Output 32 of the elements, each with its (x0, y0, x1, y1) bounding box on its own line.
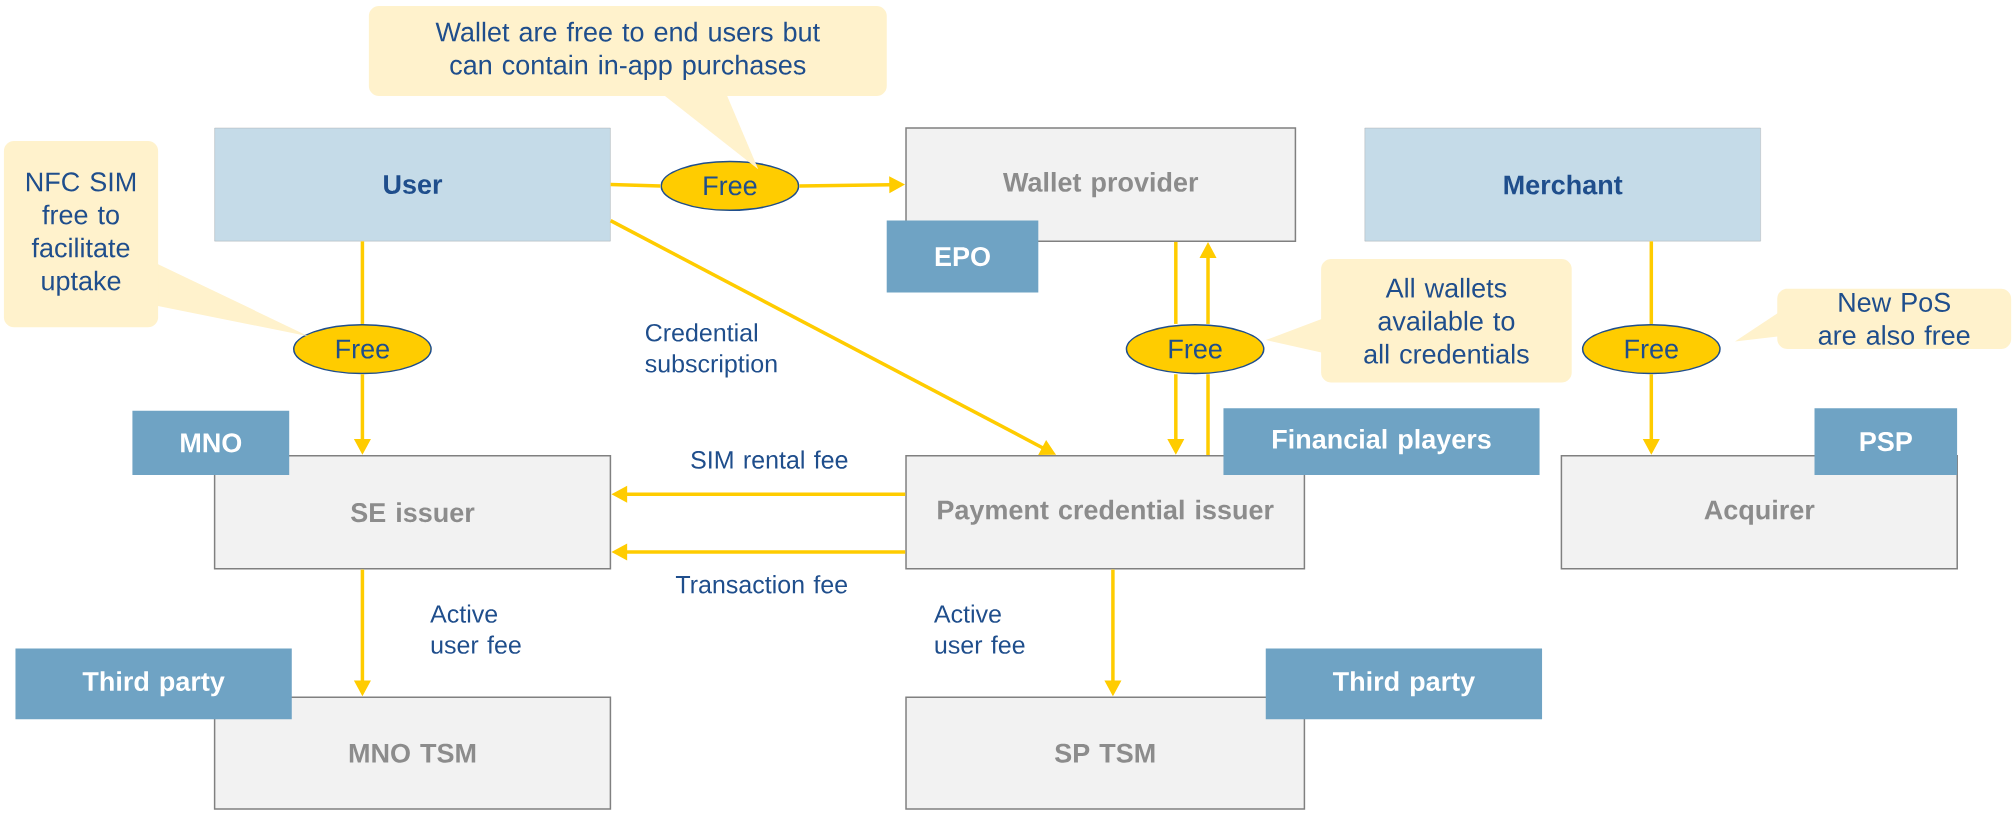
role-tag: Financial players (1223, 408, 1540, 475)
edge-label: Active user fee (430, 604, 521, 654)
role-tag: MNO (132, 410, 290, 476)
role-tag: Third party (1265, 648, 1543, 720)
process-box: Wallet provider (905, 127, 1297, 242)
connector-line (1174, 241, 1178, 324)
edge-label: Active user fee (933, 604, 1025, 654)
edge-label: SIM rental fee (691, 450, 848, 469)
price-oval: Free (293, 323, 432, 375)
callout: Wallet are free to end users but can contain in-app purchases (368, 5, 887, 170)
role-tag: Third party (15, 648, 292, 720)
role-tag: EPO (886, 220, 1039, 293)
price-oval: Free (660, 160, 800, 212)
process-box: SE issuer (213, 455, 612, 570)
edge-label: Credential subscription (645, 323, 777, 378)
process-box: SP TSM (905, 696, 1306, 810)
price-oval: Free (1125, 323, 1265, 375)
price-oval: Free (1581, 323, 1721, 375)
callout: New PoS are also free (1734, 288, 2012, 350)
connector-line (610, 182, 661, 188)
connector-line (1206, 374, 1210, 455)
connector-line (360, 241, 365, 324)
process-box: Payment credential issuer (905, 455, 1306, 570)
edge-label: Transaction fee (675, 575, 847, 594)
process-box: Acquirer (1560, 455, 1958, 570)
actor-box: User (214, 127, 611, 242)
process-box: MNO TSM (213, 696, 612, 810)
callout: All wallets available to all credentials (1265, 259, 1572, 383)
callout: NFC SIM free to facilitate uptake (3, 140, 309, 337)
actor-box: Merchant (1364, 127, 1761, 242)
role-tag: PSP (1814, 408, 1958, 475)
connector-line (1649, 241, 1654, 324)
